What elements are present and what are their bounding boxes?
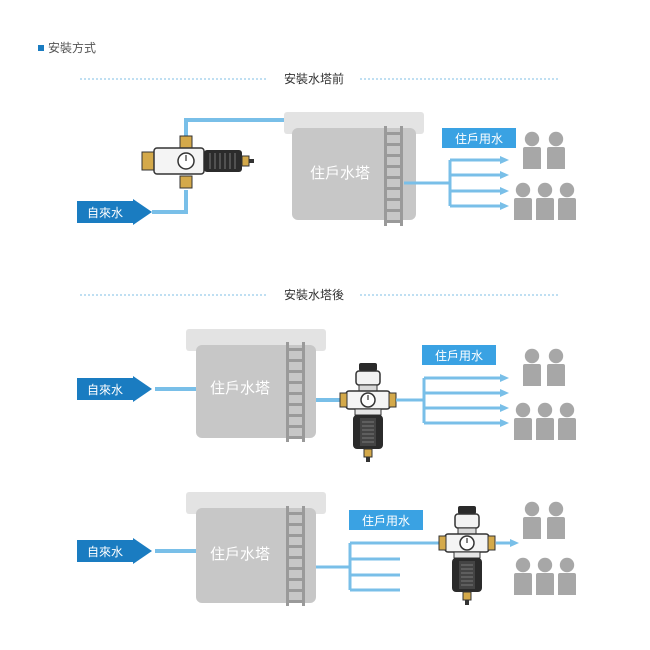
tap-water-label: 自來水 bbox=[87, 383, 123, 397]
household-usage-tag: 住戶用水 bbox=[442, 128, 516, 148]
section-title-bg bbox=[268, 69, 360, 89]
tank-label: 住戶水塔 bbox=[310, 164, 370, 182]
people-icon bbox=[514, 348, 576, 440]
tap-water-arrow: 自來水 bbox=[77, 199, 152, 225]
tap-water-label: 自來水 bbox=[87, 545, 123, 559]
outlet-arrowheads bbox=[500, 156, 509, 210]
outlet-manifold-pipes bbox=[316, 541, 512, 592]
diagram-2: 自來水 住戶水塔 住戶用水 bbox=[77, 329, 576, 463]
household-usage-tag: 住戶用水 bbox=[422, 345, 496, 365]
tank-label: 住戶水塔 bbox=[210, 379, 270, 397]
people-icon bbox=[514, 131, 576, 220]
household-usage-label: 住戶用水 bbox=[455, 132, 503, 146]
filter-device-icon bbox=[141, 135, 254, 189]
household-usage-label: 住戶用水 bbox=[362, 514, 410, 528]
header-bullet-icon bbox=[38, 45, 44, 51]
outlet-arrowhead bbox=[510, 539, 519, 547]
people-icon bbox=[514, 501, 576, 595]
outlet-arrowheads bbox=[500, 374, 509, 427]
diagram-3: 自來水 住戶水塔 住戶用水 bbox=[77, 492, 576, 606]
outlet-pipes bbox=[396, 376, 502, 425]
tap-water-arrow: 自來水 bbox=[77, 538, 152, 564]
section-title: 安裝水塔前 bbox=[284, 71, 344, 86]
tap-water-label: 自來水 bbox=[87, 206, 123, 220]
tank-label: 住戶水塔 bbox=[210, 545, 270, 563]
inlet-pipe bbox=[152, 190, 188, 214]
section-title: 安裝水塔後 bbox=[284, 287, 344, 302]
diagram-1: 自來水 住戶水塔 bbox=[77, 112, 576, 226]
section-title-bg bbox=[268, 285, 360, 305]
tank-feed-pipe bbox=[184, 118, 290, 140]
household-usage-tag: 住戶用水 bbox=[349, 510, 423, 530]
filter-device-icon bbox=[339, 362, 397, 463]
section-after: 安裝水塔後 bbox=[80, 285, 560, 305]
tap-water-arrow: 自來水 bbox=[77, 376, 152, 402]
header-title: 安裝方式 bbox=[48, 40, 96, 55]
filter-device-icon bbox=[438, 505, 496, 606]
section-before: 安裝水塔前 bbox=[80, 69, 560, 89]
outlet-pipes bbox=[404, 158, 502, 208]
household-usage-label: 住戶用水 bbox=[435, 349, 483, 363]
